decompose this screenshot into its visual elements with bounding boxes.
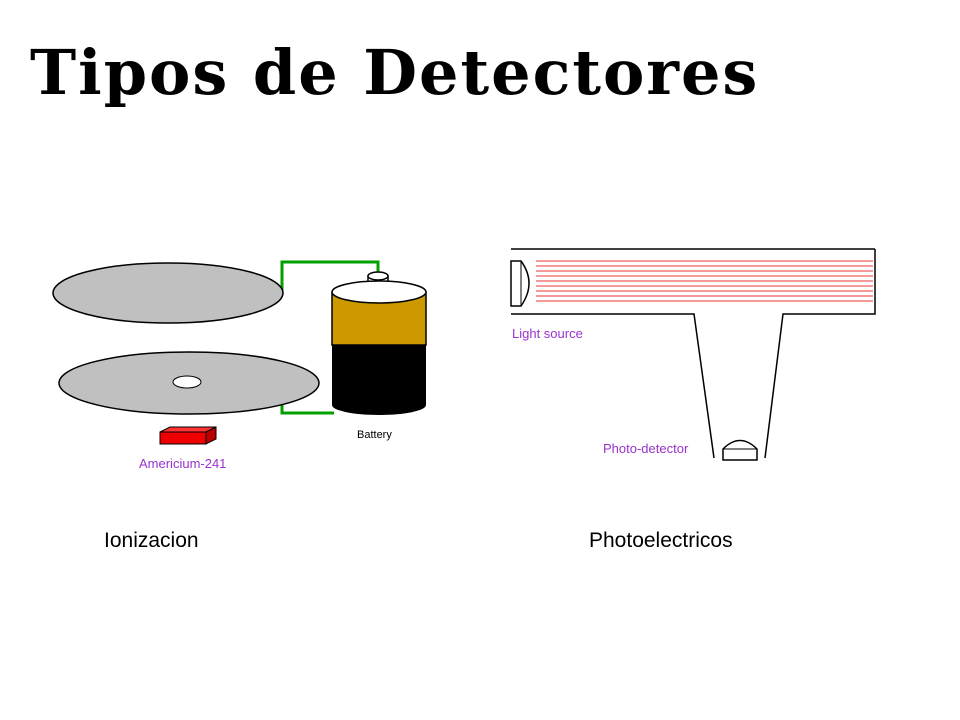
upper-wire: [280, 260, 380, 293]
light-source-lens: [510, 260, 530, 307]
photo-detector-label: Photo-detector: [603, 441, 689, 456]
ionization-caption: Ionizacion: [104, 529, 199, 552]
americium-source: [159, 431, 207, 445]
battery-cap: [331, 280, 427, 304]
photo-detector: [722, 439, 758, 461]
chamber-bottom-right: [764, 249, 876, 459]
chamber-bottom-left: [511, 313, 715, 459]
photoelectric-caption: Photoelectricos: [589, 529, 733, 552]
slide-title: Tipos de Detectores: [30, 36, 760, 109]
light-source-label: Light source: [512, 326, 583, 341]
battery-terminal-top: [367, 271, 389, 281]
light-beams: [536, 260, 873, 302]
ionization-diagram: Battery Americium-241: [52, 260, 427, 471]
upper-plate: [52, 262, 284, 324]
americium-label: Americium-241: [139, 456, 226, 471]
americium-source-side: [205, 426, 217, 445]
plate-hole: [172, 375, 202, 389]
battery-label: Battery: [357, 429, 392, 441]
battery-band: [331, 344, 427, 353]
battery-bottom-curve: [332, 395, 426, 415]
